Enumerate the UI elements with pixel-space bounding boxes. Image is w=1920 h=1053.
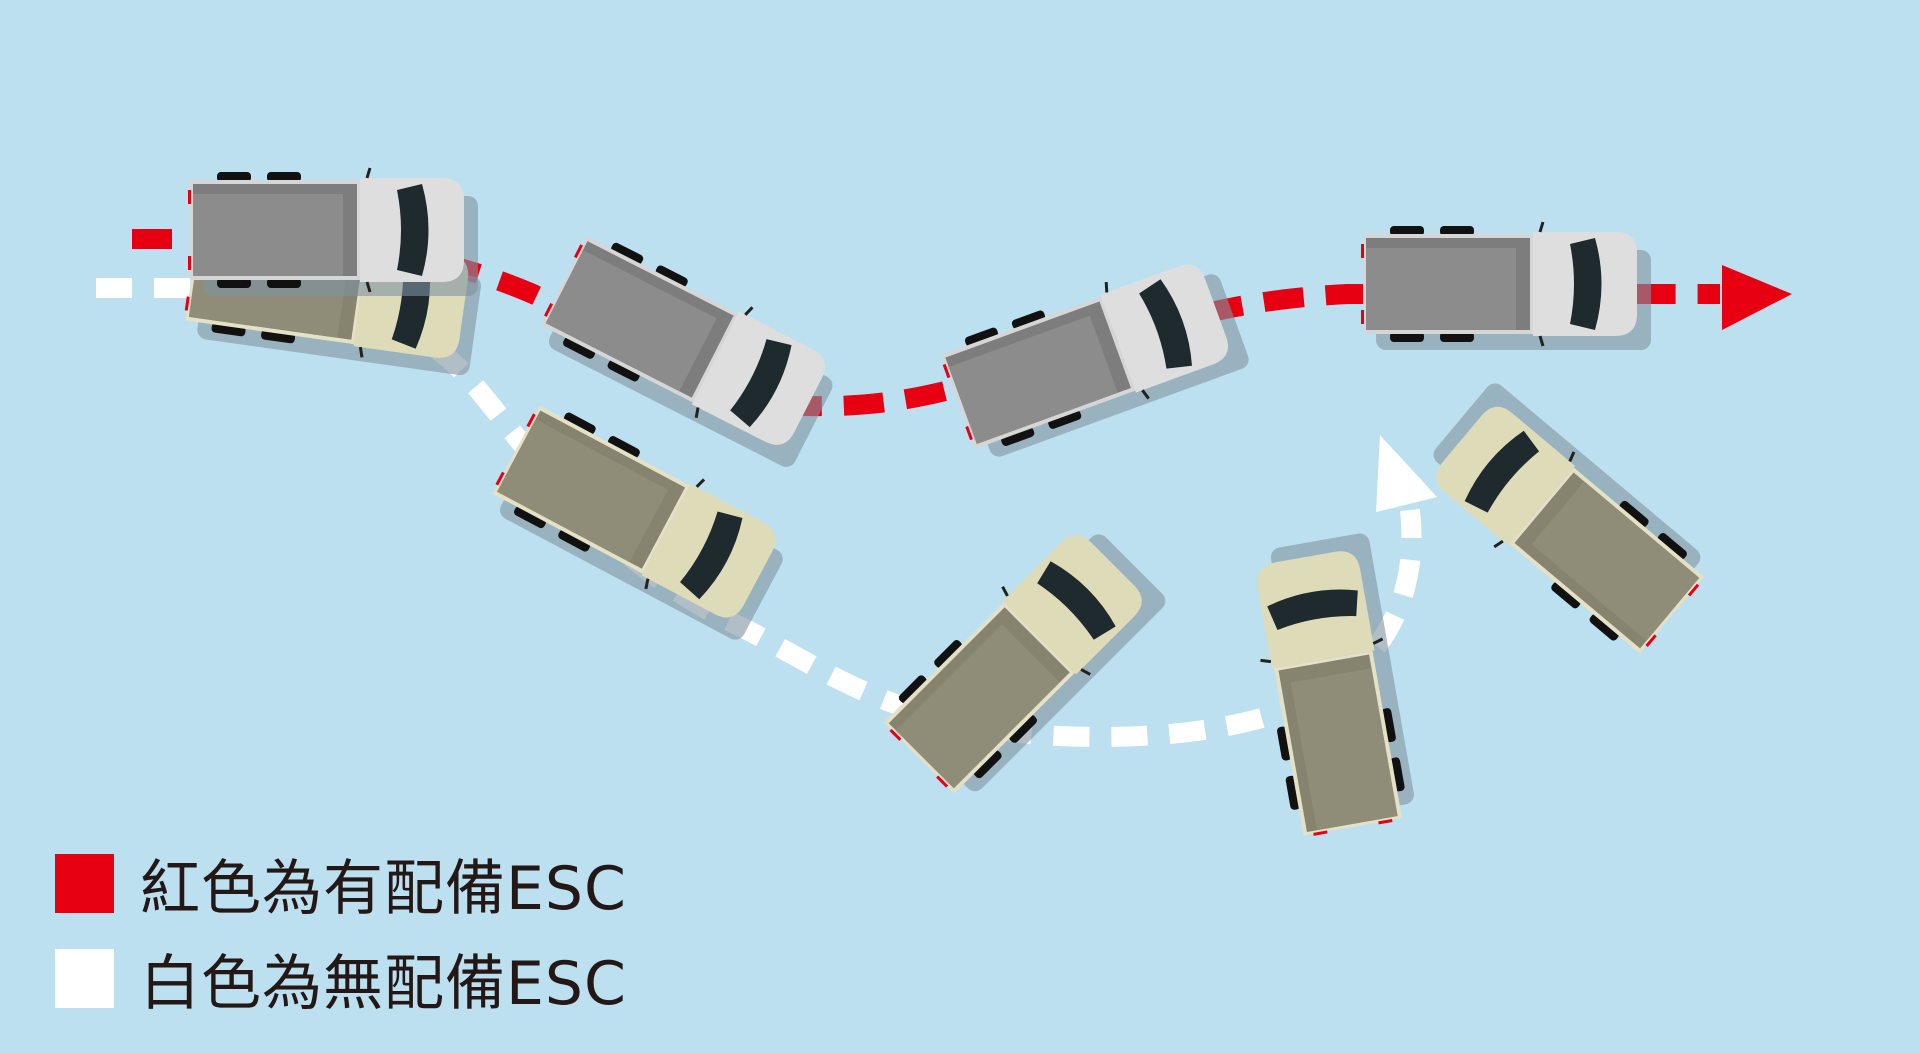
truck-no-esc-5 <box>1409 377 1718 666</box>
legend-item-esc: 紅色為有配備ESC <box>55 840 627 927</box>
truck-no-esc-3 <box>872 508 1171 808</box>
truck-esc-3 <box>933 243 1253 467</box>
red-swatch <box>55 854 114 913</box>
legend-label-no-esc: 白色為無配備ESC <box>140 949 627 1019</box>
legend-item-no-esc: 白色為無配備ESC <box>55 935 627 1022</box>
truck-esc-1 <box>186 166 480 298</box>
truck-esc-4 <box>1359 220 1653 352</box>
no-esc-arrowhead <box>1376 435 1437 512</box>
truck-no-esc-4 <box>1240 530 1420 842</box>
esc-arrowhead <box>1722 265 1792 330</box>
legend-label-esc: 紅色為有配備ESC <box>140 854 627 924</box>
white-swatch <box>55 949 114 1008</box>
